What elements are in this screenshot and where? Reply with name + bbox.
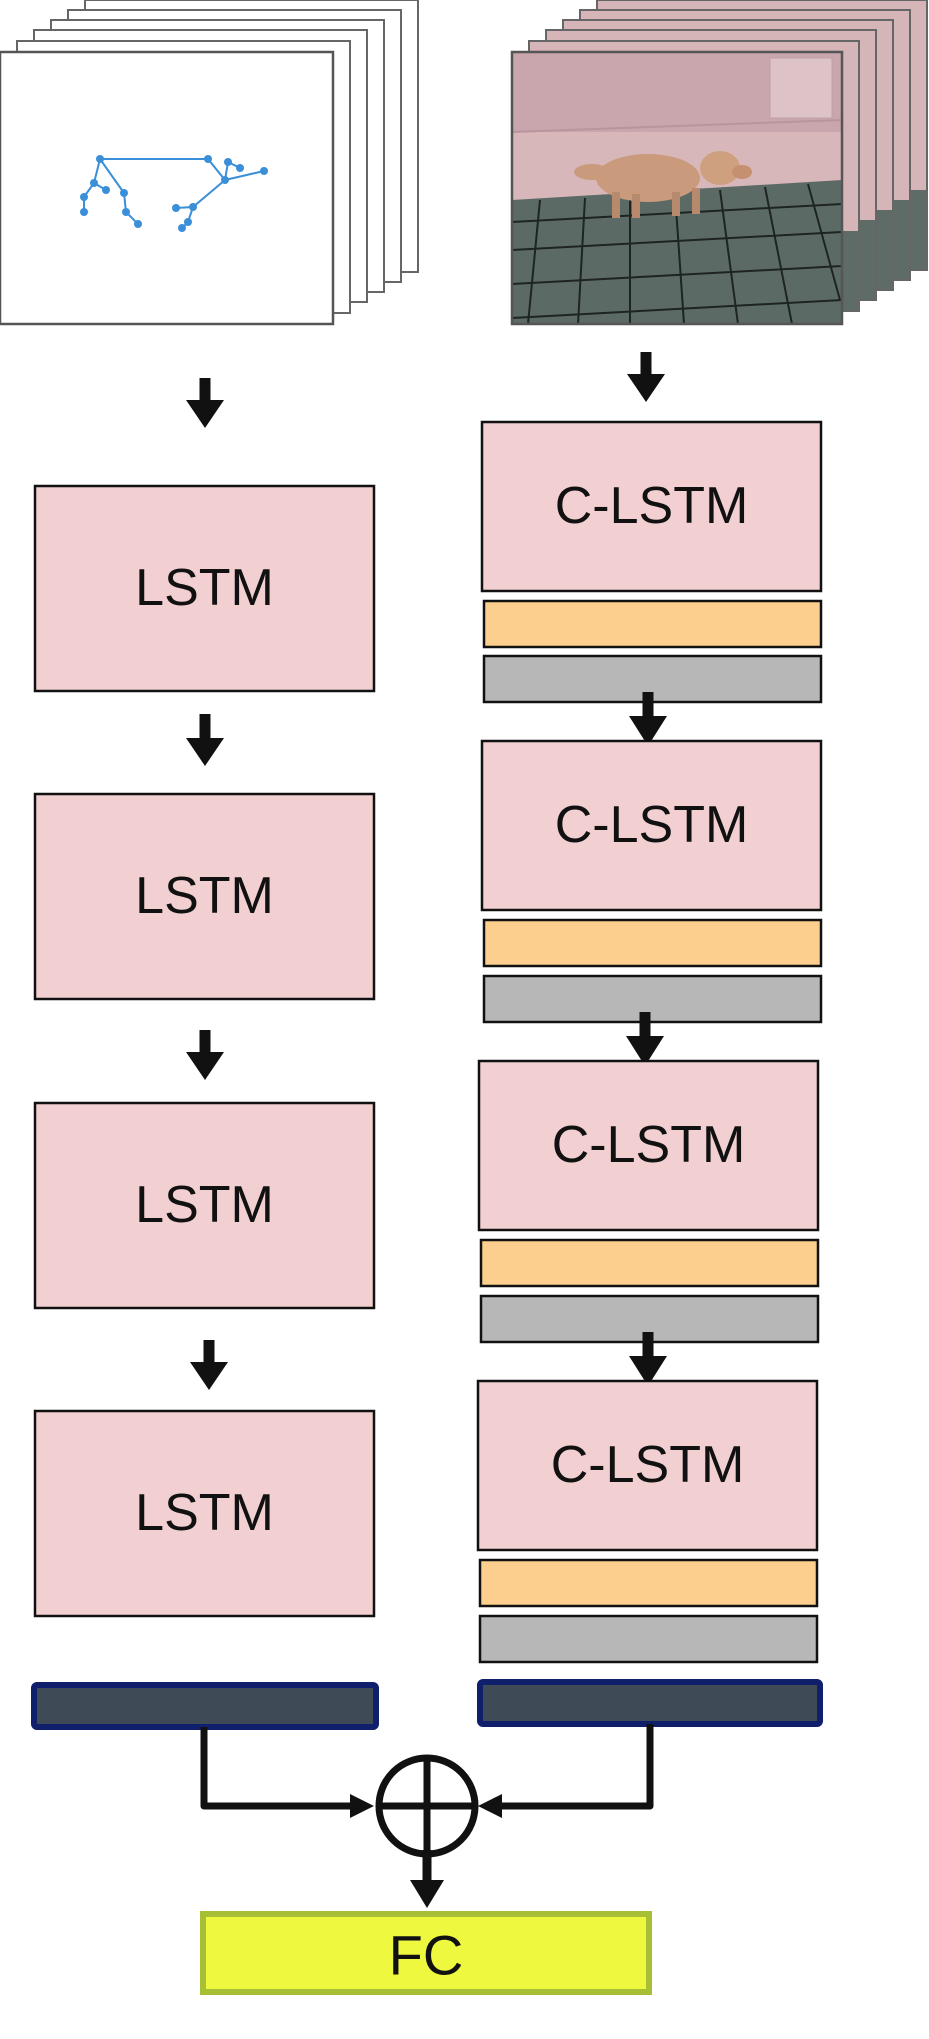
lstm-layer-1: LSTM — [33, 484, 376, 693]
circled-plus-icon — [375, 1754, 479, 1858]
arrow-down-icon — [629, 692, 667, 746]
left-branch: LSTM LSTM LSTM LSTM — [31, 378, 379, 1730]
lstm-layer-3: LSTM — [33, 1101, 376, 1310]
video-frame-front — [510, 50, 844, 326]
c-lstm-label: C-LSTM — [555, 477, 749, 535]
arrow-down-icon — [629, 1332, 667, 1386]
fc-label: FC — [389, 1924, 464, 1987]
arrow-down-icon — [186, 1030, 224, 1080]
lstm-layer-2: LSTM — [33, 792, 376, 1001]
batchnorm-layer — [478, 1558, 819, 1608]
right-feature-vector — [477, 1679, 823, 1727]
fc-layer: FC — [200, 1911, 652, 1995]
lstm-label: LSTM — [135, 559, 274, 617]
arrow-left-icon — [478, 1794, 502, 1818]
pose-skeleton-icon — [80, 155, 268, 232]
lstm-layer-4: LSTM — [33, 1409, 376, 1618]
pose-frame-stack — [0, 0, 419, 326]
dog-image — [574, 151, 752, 218]
c-lstm-label: C-LSTM — [555, 796, 749, 854]
c-lstm-layer-3: C-LSTM — [477, 1059, 820, 1232]
arrow-down-icon — [186, 714, 224, 766]
arrow-down-icon — [626, 1012, 664, 1066]
arrow-down-icon — [186, 378, 224, 428]
c-lstm-label: C-LSTM — [552, 1116, 746, 1174]
c-lstm-layer-4: C-LSTM — [476, 1379, 819, 1552]
video-frame-stack — [510, 0, 928, 326]
lstm-label: LSTM — [135, 1484, 274, 1542]
arrow-down-icon — [190, 1340, 228, 1390]
c-lstm-layer-1: C-LSTM — [480, 420, 823, 593]
batchnorm-layer — [482, 599, 823, 649]
c-lstm-label: C-LSTM — [551, 1436, 745, 1494]
activation-layer — [482, 974, 823, 1024]
lstm-label: LSTM — [135, 1176, 274, 1234]
arrow-down-icon — [627, 352, 665, 402]
c-lstm-layer-2: C-LSTM — [480, 739, 823, 912]
arrow-right-icon — [350, 1794, 374, 1818]
activation-layer — [478, 1614, 819, 1664]
right-branch: C-LSTM C-LSTM C-LSTM — [476, 352, 823, 1727]
fusion-connectors — [200, 1724, 654, 1810]
batchnorm-layer — [482, 918, 823, 968]
batchnorm-layer — [479, 1238, 820, 1288]
lstm-label: LSTM — [135, 867, 274, 925]
arrow-down-icon — [410, 1850, 444, 1908]
left-feature-vector — [31, 1682, 379, 1730]
